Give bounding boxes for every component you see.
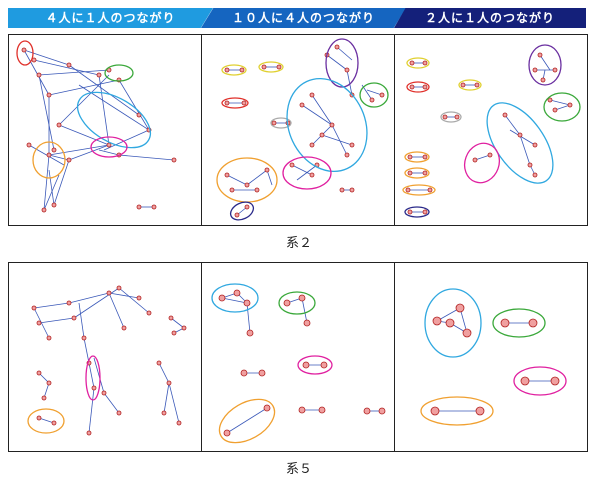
panel-divider [394,35,395,225]
row-1-panels [8,34,588,226]
header-col-1: ４人に１人のつながり [8,8,213,28]
caption-row-1: 系２ [285,236,312,251]
caption-row-2: 系５ [285,462,312,477]
network-panel-row2-col3 [420,288,567,426]
network-panel-row1-col1 [16,40,177,213]
network-panel-row1-col2 [216,38,389,221]
row-2-panels [8,262,588,452]
panel-divider [394,263,395,451]
panel-divider [201,263,202,451]
network-panel-row1-col3 [402,44,581,218]
header-banner: ４人に１人のつながり １０人に４人のつながり ２人に１人のつながり [8,8,586,28]
header-col-3: ２人に１人のつながり [394,8,586,28]
panel-divider [201,35,202,225]
network-panel-row2-col1 [27,285,187,436]
network-panel-row2-col2 [211,283,386,444]
header-col-2: １０人に４人のつながり [201,8,406,28]
